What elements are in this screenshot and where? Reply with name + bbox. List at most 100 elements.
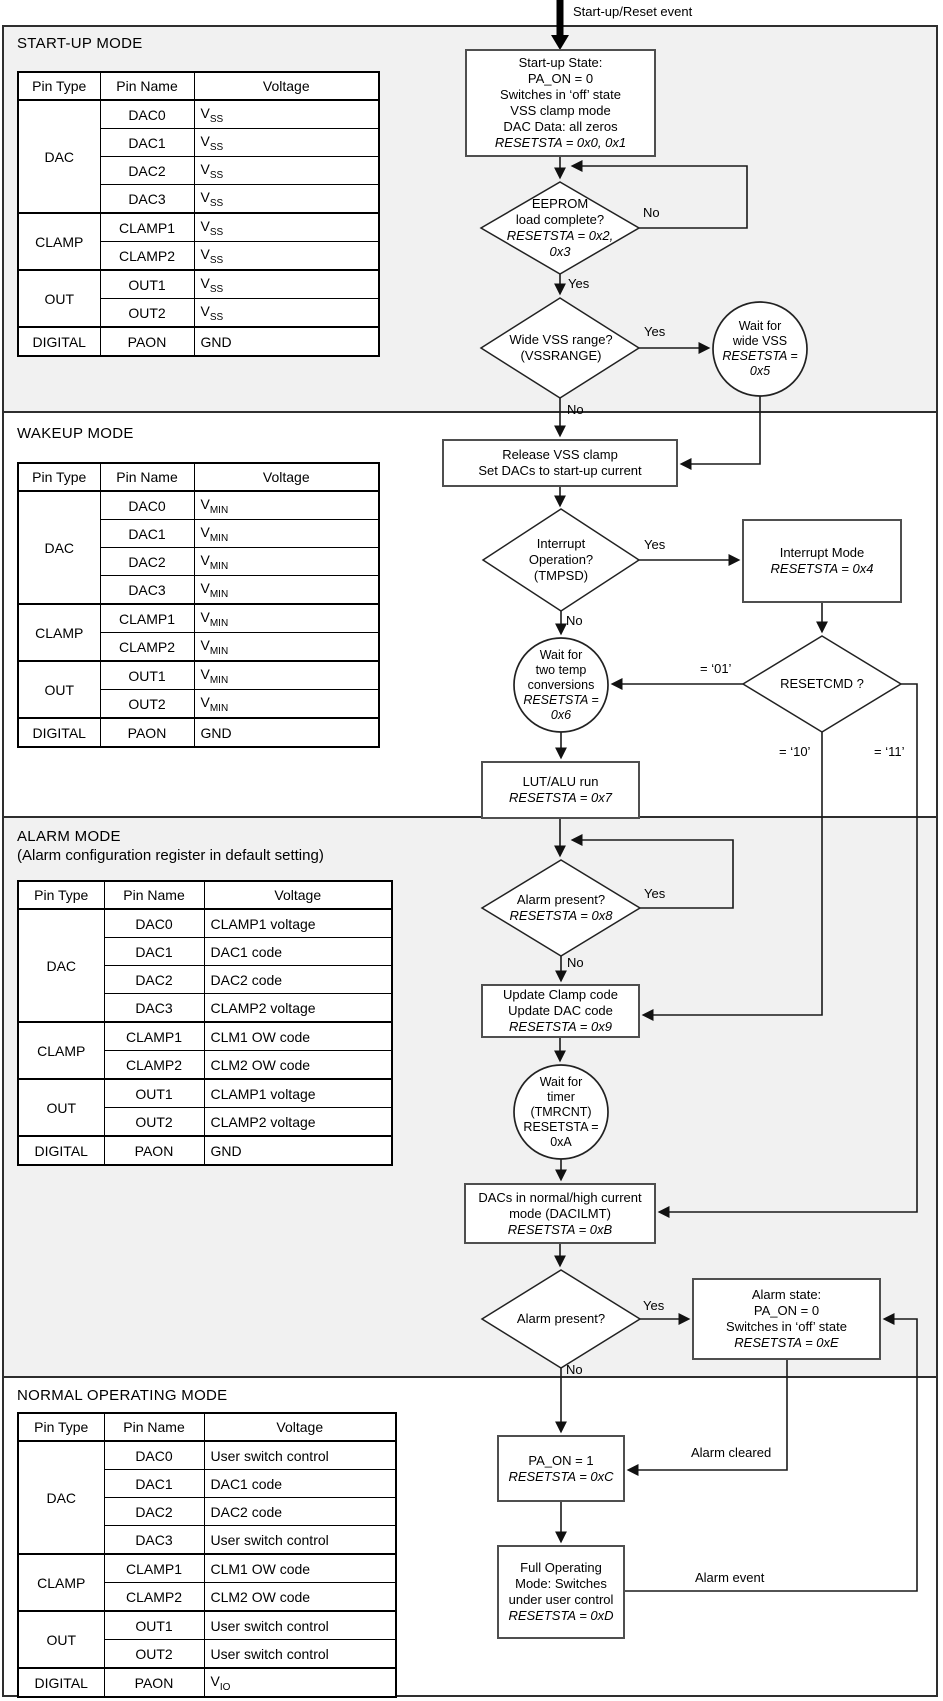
resetcmd-diamond xyxy=(741,635,903,733)
label-widevss-no: No xyxy=(567,402,584,417)
node-text-line: RESETSTA = xyxy=(523,692,599,707)
wait-timer-circle xyxy=(513,1064,609,1160)
voltage-cell: CLM2 OW code xyxy=(203,1582,397,1612)
node-text-line: Wait for xyxy=(738,319,782,333)
node-text-line: under user control xyxy=(508,1592,614,1607)
pin-type-cell: DIGITAL xyxy=(17,717,101,748)
pin-type-cell: DAC xyxy=(17,99,101,214)
section-title-wakeup: WAKEUP MODE xyxy=(17,425,134,442)
label-widevss-yes: Yes xyxy=(644,324,666,339)
voltage-subscript: IO xyxy=(219,1681,231,1693)
edges xyxy=(554,156,918,1592)
edge-alarm-event xyxy=(624,1313,918,1592)
pin-name-cell: CLAMP1 xyxy=(99,603,195,633)
edge-alarm-cleared xyxy=(626,1359,788,1476)
voltage-cell: VMIN xyxy=(193,632,380,662)
pin-name-cell: PAON xyxy=(99,326,195,357)
pin-type-cell: OUT xyxy=(17,1078,105,1137)
voltage-subscript: SS xyxy=(209,283,224,295)
pin-name-cell: DAC0 xyxy=(103,1440,205,1470)
pin-name-cell: CLAMP2 xyxy=(103,1582,205,1612)
node-text-line: Update DAC code xyxy=(508,1003,613,1018)
voltage-cell: CLAMP1 voltage xyxy=(203,1078,393,1108)
node-text-line: Alarm state: xyxy=(751,1287,822,1302)
column-header: Pin Type xyxy=(17,462,101,492)
voltage-cell: VSS xyxy=(193,212,380,242)
node-text-line: RESETCMD ? xyxy=(780,676,864,691)
voltage-cell: VSS xyxy=(193,156,380,185)
pin-name-cell: DAC2 xyxy=(99,156,195,185)
voltage-cell: DAC2 code xyxy=(203,965,393,994)
pin-name-cell: CLAMP1 xyxy=(103,1021,205,1051)
voltage-subscript: SS xyxy=(209,141,224,153)
pin-name-cell: DAC0 xyxy=(99,490,195,520)
voltage-cell: CLM1 OW code xyxy=(203,1553,397,1583)
node-text-line: Wait for xyxy=(539,647,583,662)
wait-widevss-circle xyxy=(712,301,808,397)
voltage-cell: VSS xyxy=(193,241,380,271)
pin-name-cell: DAC1 xyxy=(103,1469,205,1498)
node-text-line: (TMPSD) xyxy=(533,568,589,583)
pin-name-cell: DAC3 xyxy=(103,1525,205,1555)
node-text-line: DACs in normal/high current xyxy=(478,1189,642,1205)
node-text-line: (TMRCNT) xyxy=(530,1104,592,1119)
column-header: Pin Type xyxy=(17,1412,105,1442)
column-header: Pin Name xyxy=(103,880,205,910)
label-alarm1-no: No xyxy=(567,955,584,970)
voltage-cell: CLM1 OW code xyxy=(203,1021,393,1051)
startup-state-box xyxy=(465,49,656,157)
voltage-subscript: MIN xyxy=(209,588,229,600)
section-title-alarm: ALARM MODE xyxy=(17,828,121,845)
voltage-subscript: SS xyxy=(209,311,224,323)
pin-name-cell: OUT2 xyxy=(103,1107,205,1137)
voltage-cell: GND xyxy=(203,1135,393,1166)
node-text-line: Alarm present? xyxy=(516,1311,606,1326)
pin-name-cell: OUT1 xyxy=(103,1610,205,1640)
pin-name-cell: OUT1 xyxy=(99,269,195,299)
voltage-cell: DAC1 code xyxy=(203,1469,397,1498)
node-text-line: LUT/ALU run xyxy=(522,774,599,789)
pa-on-box xyxy=(497,1435,625,1502)
voltage-subscript: SS xyxy=(209,113,224,125)
pin-type-cell: DAC xyxy=(17,490,101,605)
node-text-line: two temp xyxy=(535,662,587,677)
column-header: Voltage xyxy=(193,462,380,492)
pin-name-cell: DAC1 xyxy=(103,937,205,966)
label-eeprom-yes: Yes xyxy=(568,276,590,291)
node-text-line: Mode: Switches xyxy=(515,1576,607,1591)
pin-name-cell: DAC3 xyxy=(99,575,195,605)
voltage-subscript: MIN xyxy=(209,504,229,516)
alarm1-text: Alarm present?RESETSTA = 0x8 xyxy=(485,878,637,938)
label-alarm-cleared: Alarm cleared xyxy=(691,1445,772,1460)
node-text-line: load complete? xyxy=(515,212,605,227)
node-text-line: EEPROM xyxy=(531,196,589,211)
voltage-cell: GND xyxy=(193,326,380,357)
pin-type-cell: CLAMP xyxy=(17,212,101,271)
node-text-line: PA_ON = 0 xyxy=(527,71,594,86)
node-text-line: 0x5 xyxy=(749,364,771,378)
pin-name-cell: CLAMP2 xyxy=(99,241,195,271)
interrupt-diamond xyxy=(481,508,641,612)
process-boxes xyxy=(442,49,902,1639)
pin-name-cell: OUT1 xyxy=(99,660,195,690)
voltage-cell: VMIN xyxy=(193,660,380,690)
pin-name-cell: PAON xyxy=(103,1667,205,1698)
node-text-line: Full Operating xyxy=(520,1560,602,1575)
voltage-cell: CLAMP2 voltage xyxy=(203,993,393,1023)
voltage-cell: User switch control xyxy=(203,1639,397,1669)
